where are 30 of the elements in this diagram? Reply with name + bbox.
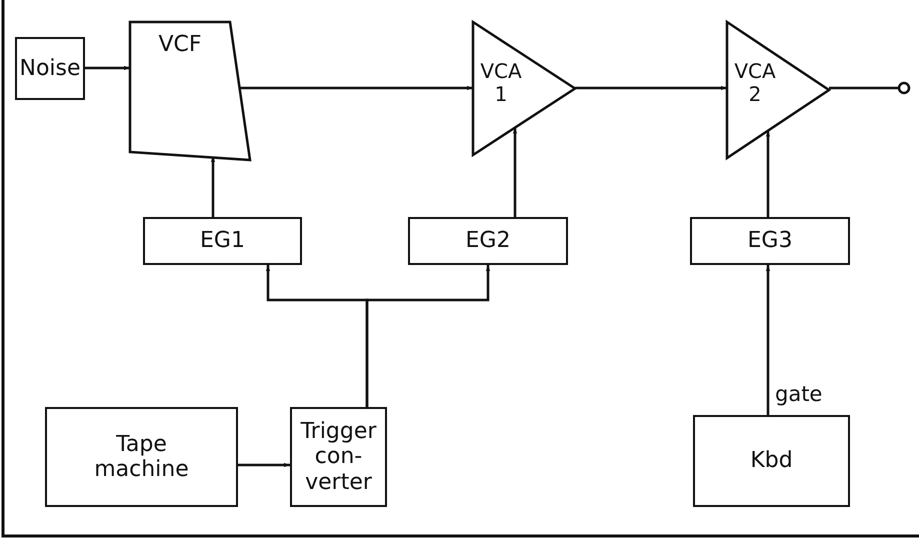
block-label: EG3 bbox=[748, 228, 792, 254]
amplifier-triangle bbox=[473, 22, 575, 155]
filter-block bbox=[130, 22, 250, 160]
arrow bbox=[85, 66, 130, 70]
block-label: Trigger con- verter bbox=[300, 419, 378, 495]
block-label: EG1 bbox=[200, 228, 245, 254]
arrow bbox=[210, 156, 216, 217]
noise-source-box bbox=[15, 37, 85, 100]
arrow bbox=[766, 130, 770, 217]
arrow bbox=[766, 265, 770, 415]
keyboard-box bbox=[693, 415, 850, 507]
block-label: VCF bbox=[157, 32, 203, 58]
block-label: EG2 bbox=[466, 228, 510, 254]
arrow bbox=[512, 128, 518, 217]
amplifier-triangle bbox=[727, 22, 829, 158]
arrow bbox=[239, 86, 473, 90]
envelope-generator-box bbox=[690, 217, 850, 265]
block-label: VCA 2 bbox=[733, 60, 777, 106]
block-label: Tape machine bbox=[93, 432, 190, 482]
block-label: Noise bbox=[19, 56, 81, 82]
trigger-converter-box bbox=[290, 407, 387, 507]
tape-machine-box bbox=[45, 407, 238, 507]
arrow bbox=[238, 462, 290, 468]
output-terminal bbox=[898, 82, 910, 94]
block-label: VCA 1 bbox=[479, 60, 523, 106]
envelope-generator-box bbox=[143, 217, 302, 265]
arrow bbox=[575, 86, 727, 90]
block-label: Kbd bbox=[750, 448, 793, 474]
arrow bbox=[366, 265, 490, 407]
envelope-generator-box bbox=[408, 217, 568, 265]
